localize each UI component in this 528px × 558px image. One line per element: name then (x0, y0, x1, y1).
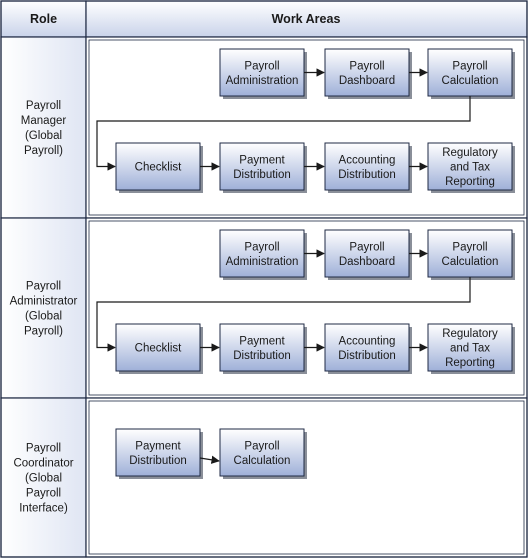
work-area-payroll-dashboard-label: Payroll (349, 60, 384, 72)
work-area-payroll-calculation-label: Calculation (234, 455, 291, 467)
work-area-checklist (115, 142, 201, 191)
role-label: Payroll (26, 100, 61, 112)
work-area-regulatory-and-tax-reporting-label: and Tax (450, 162, 490, 174)
flow-arrow (199, 455, 220, 464)
work-area-payroll-administration-label: Payroll (244, 60, 279, 72)
work-area-payroll-administration-label: Administration (226, 256, 299, 268)
work-area-payroll-calculation (219, 428, 305, 477)
work-area-payroll-administration-label: Administration (226, 75, 299, 87)
work-areas-header-label: Work Areas (272, 12, 341, 26)
work-area-accounting-distribution-label: Accounting (339, 335, 396, 347)
work-area-regulatory-and-tax-reporting-label: Reporting (445, 176, 495, 188)
work-area-payment-distribution-label: Payment (135, 440, 181, 452)
work-area-payroll-dashboard-label: Dashboard (339, 75, 395, 87)
work-area-regulatory-and-tax-reporting-label: Regulatory (442, 147, 498, 159)
role-label: Payroll (26, 281, 61, 293)
work-area-payment-distribution-label: Distribution (233, 169, 291, 181)
work-area-payment-distribution (219, 142, 305, 191)
work-area-checklist-label: Checklist (135, 162, 182, 174)
work-areas-inner-frame (88, 220, 525, 396)
flow-wrap-connector (96, 96, 471, 171)
role-label: Payroll) (24, 145, 63, 157)
work-area-payroll-calculation (427, 48, 513, 97)
role-label: (Global (25, 473, 62, 485)
work-area-checklist (115, 323, 201, 372)
work-area-payroll-calculation (427, 229, 513, 278)
work-area-payroll-administration (219, 48, 305, 97)
work-area-payroll-calculation-label: Payroll (452, 241, 487, 253)
role-label: (Global (25, 130, 62, 142)
role-label: Manager (21, 115, 67, 127)
work-area-regulatory-and-tax-reporting (427, 142, 513, 191)
work-areas-inner-frame (88, 39, 525, 216)
work-areas-inner-frame (88, 400, 525, 555)
work-area-regulatory-and-tax-reporting-label: Reporting (445, 357, 495, 369)
role-label: (Global (25, 311, 62, 323)
role-header-label: Role (30, 12, 57, 26)
role-label: Payroll) (24, 326, 63, 338)
work-area-payroll-dashboard (324, 229, 410, 278)
work-area-payment-distribution-label: Distribution (129, 455, 187, 467)
role-label: Administrator (10, 296, 78, 308)
work-area-payroll-dashboard (324, 48, 410, 97)
work-area-accounting-distribution (324, 323, 410, 372)
work-area-payroll-administration-label: Payroll (244, 241, 279, 253)
work-area-payment-distribution-label: Payment (239, 335, 285, 347)
role-label: Payroll (26, 443, 61, 455)
role-cell (0, 217, 87, 399)
work-area-payment-distribution (219, 323, 305, 372)
work-area-payment-distribution-label: Distribution (233, 350, 291, 362)
role-cell (0, 36, 87, 219)
work-area-payroll-calculation-label: Payroll (452, 60, 487, 72)
work-area-accounting-distribution (324, 142, 410, 191)
role-label: Payroll (26, 488, 61, 500)
work-area-checklist-label: Checklist (135, 343, 182, 355)
work-area-payroll-calculation-label: Calculation (442, 75, 499, 87)
work-area-payroll-calculation-label: Payroll (244, 440, 279, 452)
role-label: Interface) (19, 503, 68, 515)
work-area-accounting-distribution-label: Accounting (339, 154, 396, 166)
work-area-payment-distribution (115, 428, 201, 477)
flow-wrap-connector (96, 277, 471, 352)
work-area-accounting-distribution-label: Distribution (338, 169, 396, 181)
work-area-payroll-calculation-label: Calculation (442, 256, 499, 268)
work-area-regulatory-and-tax-reporting-label: Regulatory (442, 328, 498, 340)
role-column-header (0, 0, 87, 38)
work-area-payment-distribution-label: Payment (239, 154, 285, 166)
work-area-regulatory-and-tax-reporting-label: and Tax (450, 343, 490, 355)
work-area-payroll-dashboard-label: Payroll (349, 241, 384, 253)
work-area-payroll-administration (219, 229, 305, 278)
work-area-regulatory-and-tax-reporting (427, 323, 513, 372)
work-areas-column-header (85, 0, 528, 38)
work-area-payroll-dashboard-label: Dashboard (339, 256, 395, 268)
work-area-accounting-distribution-label: Distribution (338, 350, 396, 362)
role-label: Coordinator (13, 458, 73, 470)
